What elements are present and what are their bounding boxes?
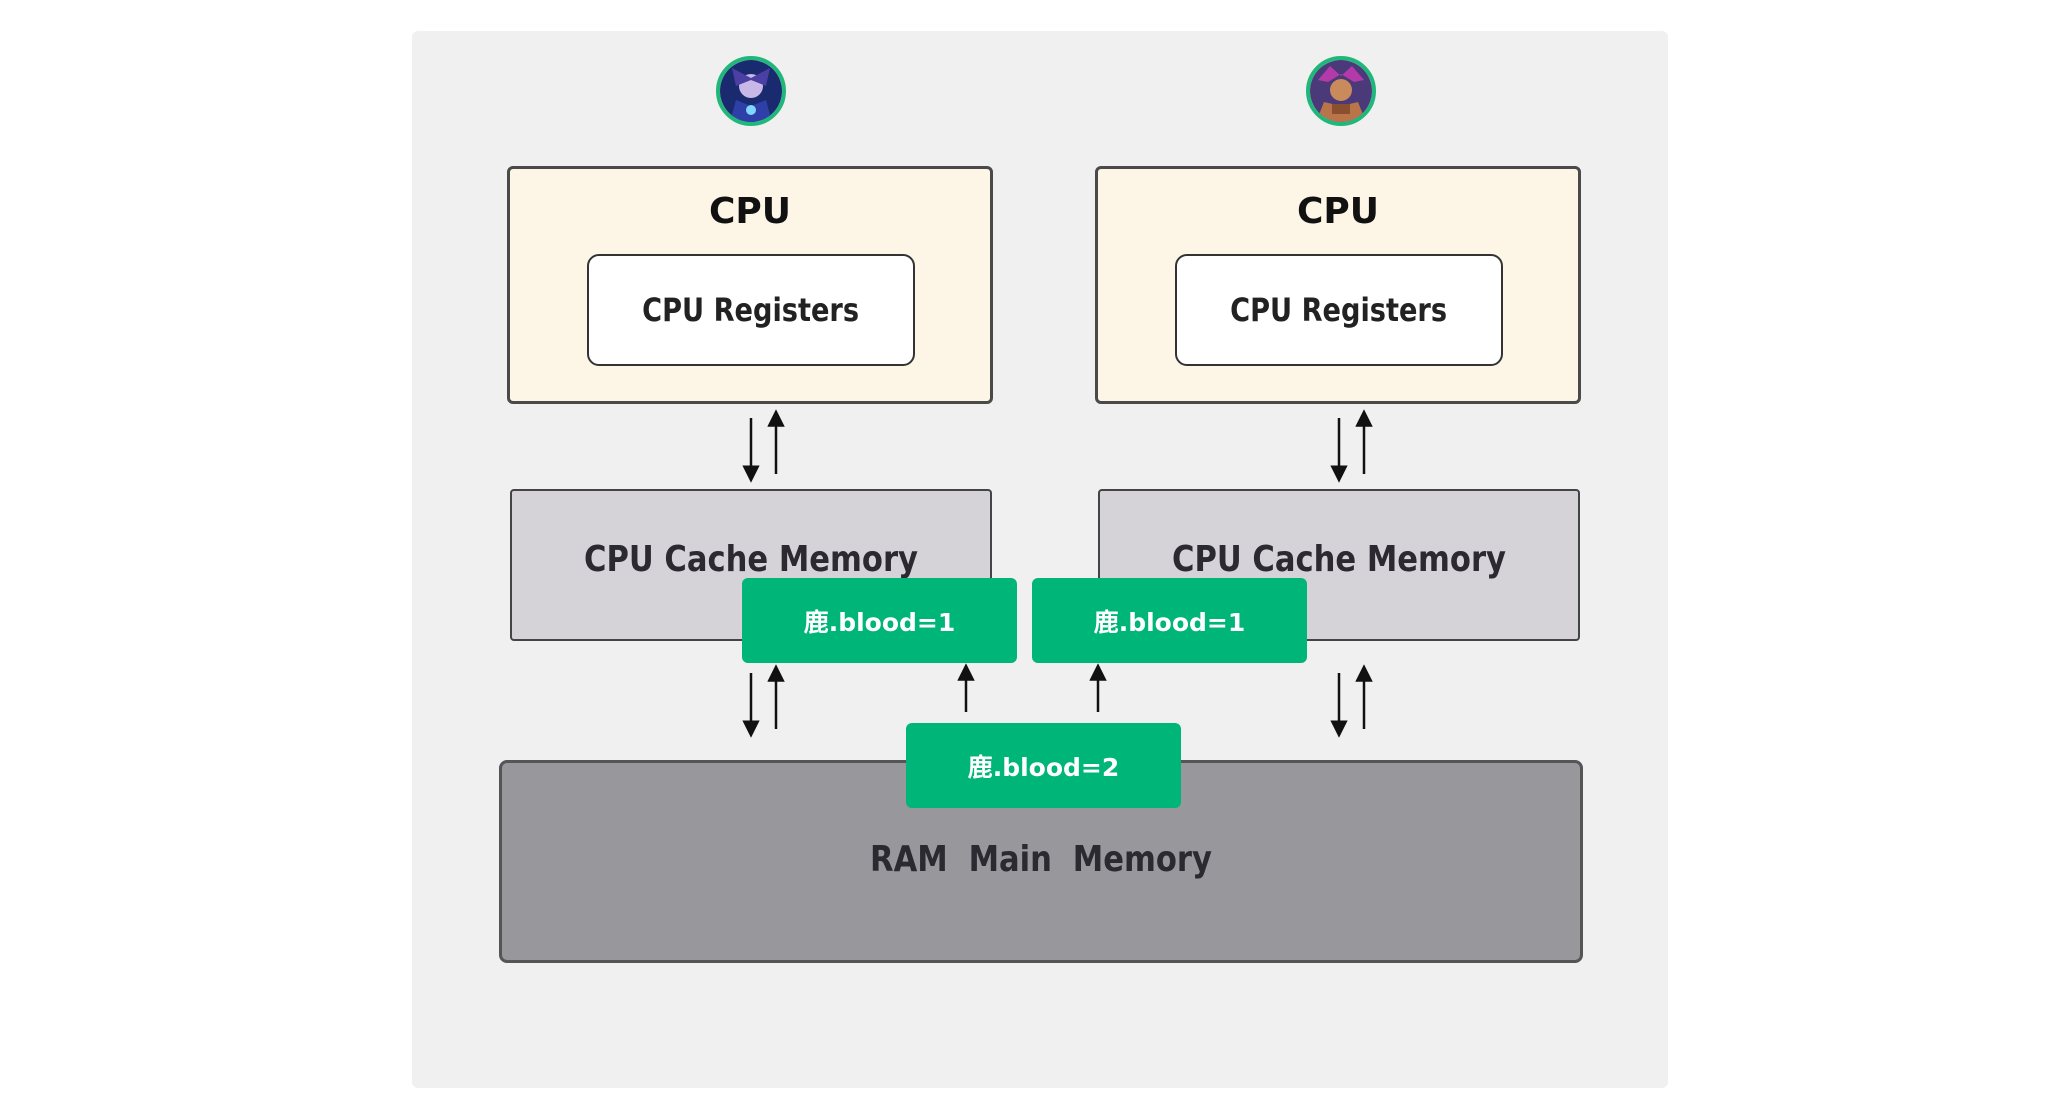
diagram-canvas: CPU CPU Registers CPU CPU Registers CPU … [412, 31, 1668, 1088]
cache-left-label: CPU Cache Memory [584, 539, 918, 580]
cpu-left-registers-label: CPU Registers [642, 291, 860, 329]
cache-right-label: CPU Cache Memory [1172, 539, 1506, 580]
cpu-right-title: CPU [1296, 191, 1380, 232]
cpu-right-registers-label: CPU Registers [1230, 291, 1448, 329]
value-tag-right-cache: 鹿.blood=1 [1032, 578, 1307, 663]
cpu-right-registers: CPU Registers [1175, 254, 1503, 366]
value-tag-ram: 鹿.blood=2 [906, 723, 1181, 808]
cpu-left-registers: CPU Registers [587, 254, 915, 366]
cpu-right-box: CPU CPU Registers [1095, 166, 1581, 404]
hero-avatar-blue-icon [716, 56, 786, 126]
cpu-left-box: CPU CPU Registers [507, 166, 993, 404]
hero-avatar-warrior-icon [1306, 56, 1376, 126]
value-tag-left-cache: 鹿.blood=1 [742, 578, 1017, 663]
cpu-left-title: CPU [708, 191, 792, 232]
ram-main-memory-label: RAM Main Memory [870, 839, 1212, 880]
arrows-layer [742, 409, 1373, 738]
